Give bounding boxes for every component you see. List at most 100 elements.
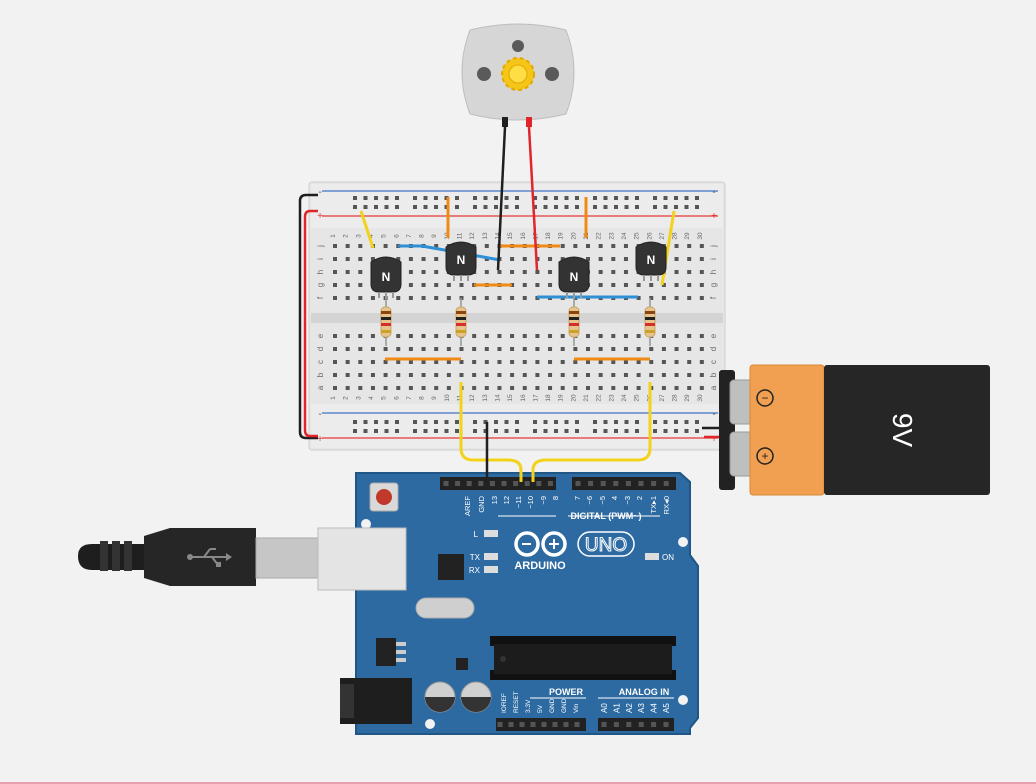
- breadboard-hole[interactable]: [383, 360, 388, 364]
- breadboard-hole[interactable]: [358, 386, 363, 390]
- breadboard-hole[interactable]: [535, 283, 540, 287]
- breadboard-hole[interactable]: [510, 270, 515, 274]
- breadboard-hole[interactable]: [510, 360, 515, 364]
- breadboard-hole[interactable]: [383, 373, 388, 377]
- rail-hole[interactable]: [695, 196, 699, 200]
- rail-hole[interactable]: [603, 420, 608, 424]
- breadboard-hole[interactable]: [636, 347, 641, 351]
- rail-hole[interactable]: [363, 420, 368, 424]
- breadboard-hole[interactable]: [358, 373, 363, 377]
- breadboard-hole[interactable]: [345, 347, 350, 351]
- breadboard-hole[interactable]: [333, 347, 337, 351]
- breadboard-hole[interactable]: [598, 386, 603, 390]
- breadboard-hole[interactable]: [586, 257, 590, 261]
- wire-motor-black[interactable]: [496, 126, 507, 271]
- breadboard-hole[interactable]: [497, 386, 502, 390]
- breadboard-hole[interactable]: [484, 270, 489, 274]
- breadboard-hole[interactable]: [636, 373, 641, 377]
- rail-hole[interactable]: [473, 429, 477, 433]
- breadboard-hole[interactable]: [370, 360, 375, 364]
- header-pin[interactable]: [575, 481, 581, 486]
- breadboard-hole[interactable]: [649, 283, 654, 287]
- breadboard-hole[interactable]: [497, 334, 502, 338]
- breadboard-hole[interactable]: [586, 386, 590, 390]
- dc-power-jack[interactable]: [340, 678, 412, 724]
- breadboard-hole[interactable]: [573, 386, 578, 390]
- breadboard-hole[interactable]: [396, 334, 401, 338]
- breadboard-hole[interactable]: [421, 373, 426, 377]
- rail-hole[interactable]: [515, 205, 519, 209]
- breadboard-hole[interactable]: [396, 296, 401, 300]
- rail-hole[interactable]: [515, 196, 519, 200]
- breadboard-hole[interactable]: [598, 244, 603, 248]
- breadboard-hole[interactable]: [345, 360, 350, 364]
- wire-motor-red[interactable]: [527, 126, 539, 271]
- breadboard-hole[interactable]: [522, 296, 527, 300]
- rail-hole[interactable]: [384, 420, 389, 424]
- rail-hole[interactable]: [483, 196, 488, 200]
- rail-hole[interactable]: [653, 429, 657, 433]
- header-pin[interactable]: [552, 722, 558, 727]
- breadboard-hole[interactable]: [699, 360, 704, 364]
- rail-hole[interactable]: [504, 420, 509, 424]
- breadboard-hole[interactable]: [598, 283, 603, 287]
- rail-hole[interactable]: [434, 196, 438, 200]
- rail-hole[interactable]: [483, 420, 488, 424]
- breadboard-hole[interactable]: [383, 244, 388, 248]
- power-header[interactable]: [496, 718, 586, 731]
- breadboard-hole[interactable]: [674, 270, 679, 274]
- breadboard-hole[interactable]: [396, 347, 401, 351]
- digital-header-right[interactable]: [572, 477, 676, 490]
- breadboard-hole[interactable]: [484, 360, 489, 364]
- breadboard-hole[interactable]: [446, 373, 451, 377]
- breadboard-hole[interactable]: [446, 296, 451, 300]
- breadboard-hole[interactable]: [586, 334, 590, 338]
- breadboard-hole[interactable]: [535, 373, 540, 377]
- header-pin[interactable]: [541, 722, 547, 727]
- breadboard-hole[interactable]: [623, 347, 628, 351]
- rail-hole[interactable]: [494, 420, 498, 424]
- transistor-3[interactable]: N: [558, 256, 590, 298]
- breadboard-hole[interactable]: [345, 386, 350, 390]
- breadboard-hole[interactable]: [623, 386, 628, 390]
- breadboard-hole[interactable]: [434, 257, 439, 261]
- header-pin[interactable]: [663, 722, 669, 727]
- breadboard-hole[interactable]: [687, 373, 692, 377]
- rail-hole[interactable]: [554, 205, 558, 209]
- header-pin[interactable]: [497, 722, 503, 727]
- rail-hole[interactable]: [455, 196, 459, 200]
- breadboard-hole[interactable]: [560, 373, 565, 377]
- header-pin[interactable]: [613, 722, 619, 727]
- header-pin[interactable]: [524, 481, 530, 486]
- breadboard-hole[interactable]: [333, 296, 337, 300]
- rail-hole[interactable]: [614, 196, 618, 200]
- rail-hole[interactable]: [363, 429, 368, 433]
- breadboard-hole[interactable]: [396, 360, 401, 364]
- rail-hole[interactable]: [533, 429, 537, 433]
- rail-hole[interactable]: [564, 429, 569, 433]
- breadboard-hole[interactable]: [383, 347, 388, 351]
- breadboard-hole[interactable]: [421, 334, 426, 338]
- breadboard-hole[interactable]: [345, 270, 350, 274]
- wire-yellow-pin9[interactable]: [531, 382, 652, 482]
- breadboard-hole[interactable]: [484, 244, 489, 248]
- rail-hole[interactable]: [353, 420, 357, 424]
- rail-hole[interactable]: [543, 205, 548, 209]
- breadboard-hole[interactable]: [649, 296, 654, 300]
- header-pin[interactable]: [600, 481, 606, 486]
- breadboard-hole[interactable]: [446, 347, 451, 351]
- dc-motor[interactable]: [461, 23, 575, 127]
- breadboard-hole[interactable]: [333, 373, 337, 377]
- rail-hole[interactable]: [434, 420, 438, 424]
- breadboard-hole[interactable]: [396, 373, 401, 377]
- rail-hole[interactable]: [663, 196, 668, 200]
- breadboard-hole[interactable]: [535, 334, 540, 338]
- breadboard-hole[interactable]: [358, 296, 363, 300]
- breadboard-hole[interactable]: [560, 257, 565, 261]
- rail-hole[interactable]: [663, 429, 668, 433]
- breadboard-hole[interactable]: [421, 360, 426, 364]
- rail-hole[interactable]: [653, 420, 657, 424]
- breadboard-hole[interactable]: [358, 283, 363, 287]
- breadboard-hole[interactable]: [699, 270, 704, 274]
